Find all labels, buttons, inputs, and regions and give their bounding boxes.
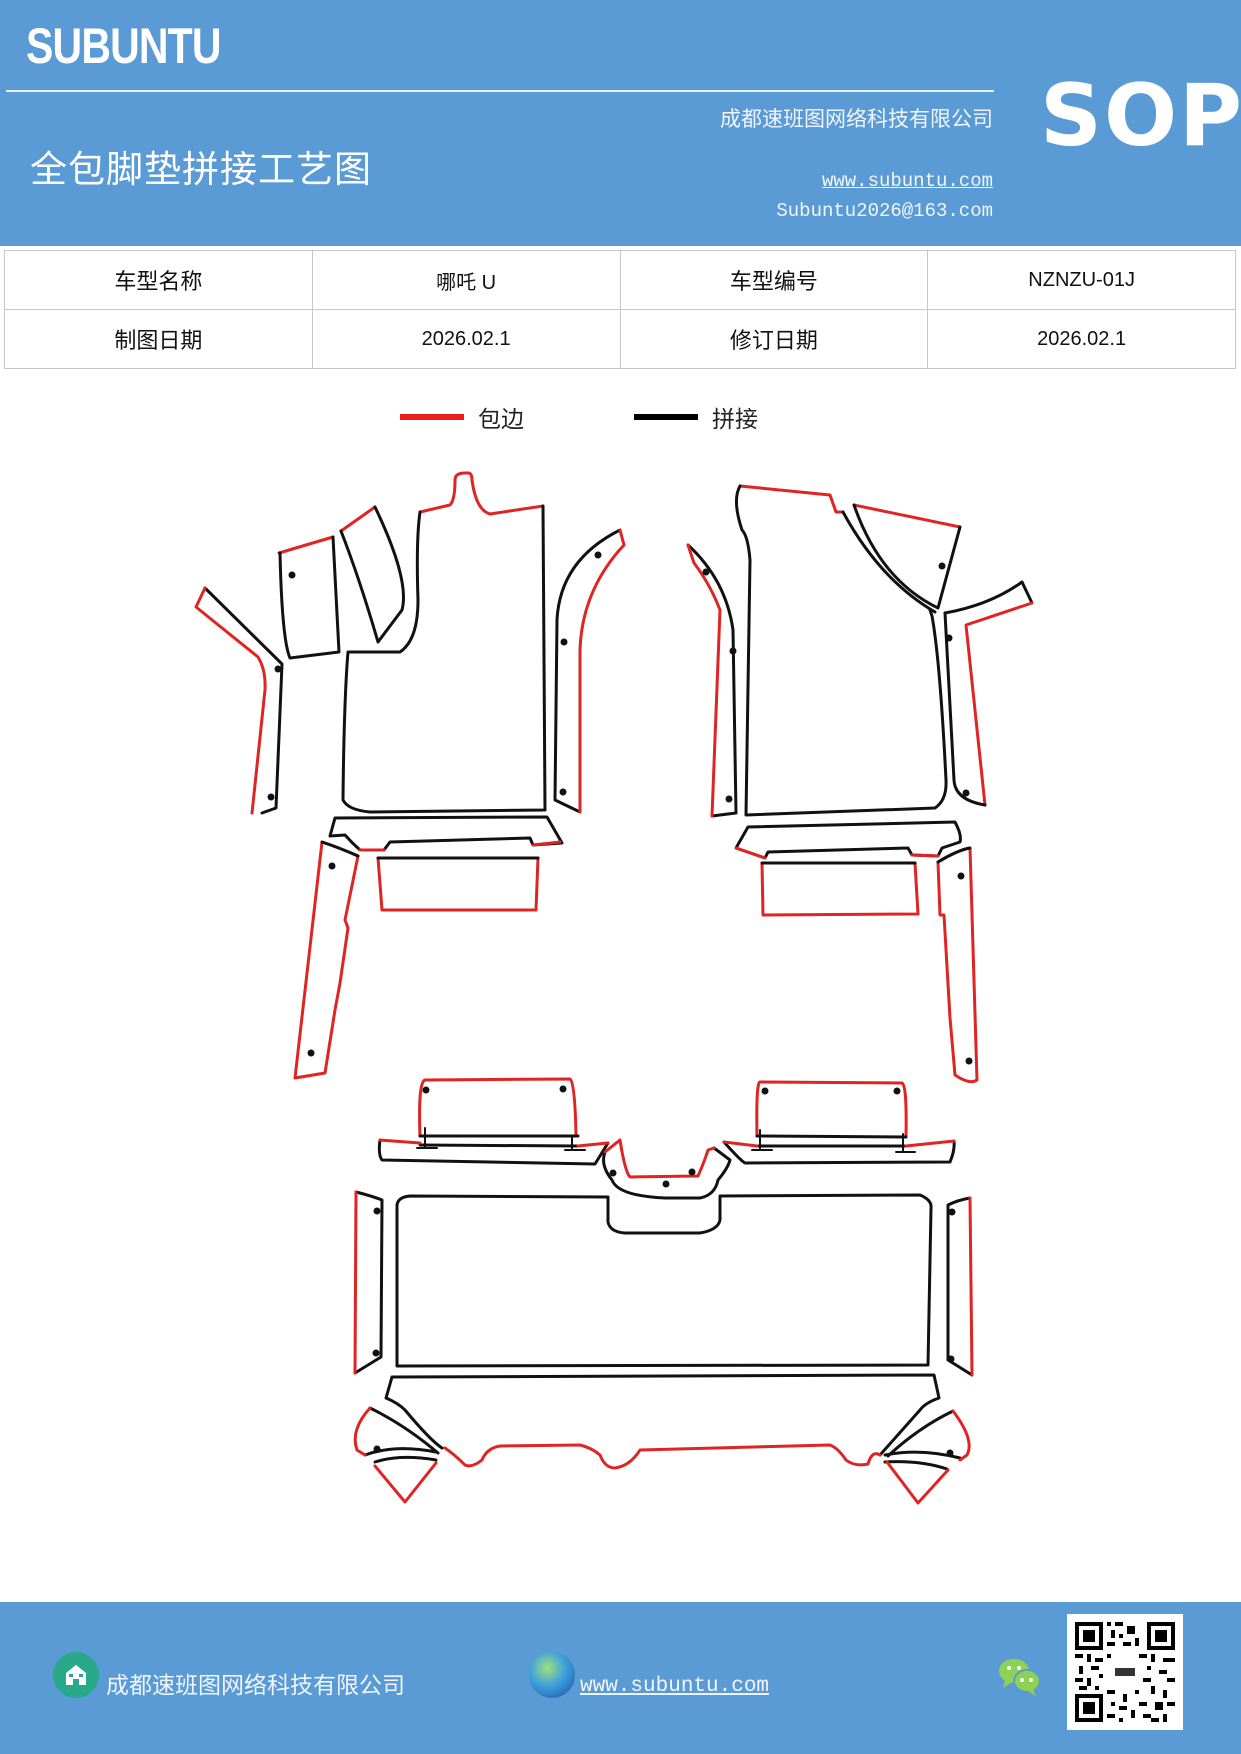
footer-website-link[interactable]: www.subuntu.com	[580, 1675, 770, 1698]
table-row: 制图日期 2026.02.1 修订日期 2026.02.1	[4, 309, 1236, 369]
email-address: Subuntu2026@163.com	[776, 200, 993, 222]
drawing-date-label: 制图日期	[4, 309, 313, 369]
legend-label: 拼接	[712, 407, 758, 433]
header-divider	[6, 90, 994, 92]
front-left-mat-group	[194, 471, 626, 815]
legend-item-splice: 拼接	[634, 400, 758, 434]
floor-mat-splice-diagram	[194, 471, 1034, 1505]
website-link[interactable]: www.subuntu.com	[821, 170, 993, 192]
rear-mat-group	[353, 1077, 974, 1505]
model-name-label: 车型名称	[4, 250, 313, 310]
black-line-swatch-icon	[634, 414, 698, 420]
header-banner: SUBUNTU 全包脚垫拼接工艺图 成都速班图网络科技有限公司 www.subu…	[0, 0, 1241, 246]
wechat-icon[interactable]	[996, 1654, 1044, 1698]
globe-icon	[529, 1652, 575, 1698]
model-code-value: NZNZU-01J	[927, 250, 1236, 310]
table-row: 车型名称 哪吒 U 车型编号 NZNZU-01J	[4, 250, 1236, 310]
building-icon	[53, 1652, 99, 1698]
front-right-lower-group	[734, 820, 979, 1084]
footer-company-name: 成都速班图网络科技有限公司	[106, 1673, 405, 1699]
qr-code	[1067, 1614, 1183, 1730]
legend-label: 包边	[478, 407, 524, 433]
company-name: 成都速班图网络科技有限公司	[720, 107, 993, 131]
front-right-mat-group	[686, 484, 1034, 818]
model-name-value: 哪吒 U	[311, 250, 621, 310]
sop-badge: SOP	[1040, 66, 1241, 166]
document-title: 全包脚垫拼接工艺图	[30, 148, 372, 191]
red-line-swatch-icon	[400, 414, 464, 420]
footer-banner: 成都速班图网络科技有限公司 www.subuntu.com	[0, 1602, 1241, 1754]
revision-date-label: 修订日期	[619, 309, 929, 369]
brand-logo: SUBUNTU	[26, 18, 222, 74]
front-left-lower-group	[293, 815, 564, 1080]
legend: 包边 拼接	[400, 400, 800, 440]
drawing-date-value: 2026.02.1	[311, 309, 621, 369]
legend-item-binding: 包边	[400, 400, 524, 434]
model-code-label: 车型编号	[619, 250, 929, 310]
revision-date-value: 2026.02.1	[927, 309, 1236, 369]
vehicle-info-table: 车型名称 哪吒 U 车型编号 NZNZU-01J 制图日期 2026.02.1 …	[4, 250, 1236, 369]
